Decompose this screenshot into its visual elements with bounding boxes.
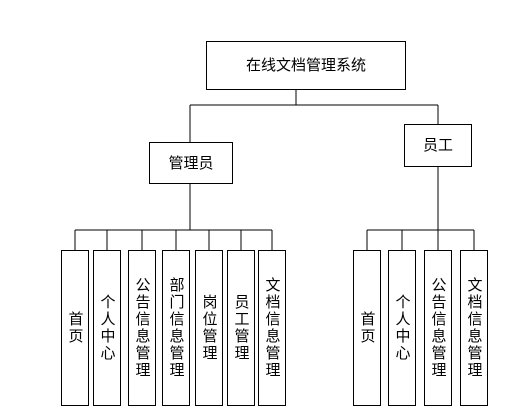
- admin-leaf-employee-management: 员工管理: [227, 250, 255, 406]
- admin-leaf-department-management-label: 部门信息管理: [167, 277, 186, 379]
- employee-node-label: 员工: [422, 136, 453, 154]
- admin-leaf-profile-label: 个人中心: [98, 294, 117, 362]
- employee-node: 员工: [404, 124, 472, 167]
- employee-leaf-profile: 个人中心: [388, 250, 416, 406]
- admin-leaf-department-management: 部门信息管理: [162, 250, 190, 406]
- admin-leaf-profile: 个人中心: [93, 250, 121, 406]
- admin-node: 管理员: [149, 142, 233, 184]
- employee-leaf-profile-label: 个人中心: [393, 294, 412, 362]
- admin-leaf-employee-management-label: 员工管理: [232, 294, 251, 362]
- employee-leaf-home-label: 首页: [358, 311, 377, 345]
- admin-leaf-document-management-label: 文档信息管理: [263, 277, 282, 379]
- employee-leaf-notice-management: 公告信息管理: [424, 250, 452, 406]
- admin-leaf-document-management: 文档信息管理: [258, 250, 286, 406]
- employee-leaf-document-management: 文档信息管理: [460, 250, 488, 406]
- admin-leaf-notice-management: 公告信息管理: [128, 250, 156, 406]
- admin-leaf-home-label: 首页: [66, 311, 85, 345]
- admin-leaf-home: 首页: [61, 250, 89, 406]
- admin-leaf-notice-management-label: 公告信息管理: [133, 277, 152, 379]
- root-node: 在线文档管理系统: [206, 41, 406, 90]
- admin-node-label: 管理员: [168, 153, 214, 172]
- admin-leaf-position-management: 岗位管理: [195, 250, 223, 406]
- employee-leaf-home: 首页: [353, 250, 381, 406]
- admin-leaf-position-management-label: 岗位管理: [200, 294, 219, 362]
- employee-leaf-document-management-label: 文档信息管理: [465, 277, 484, 379]
- employee-leaf-notice-management-label: 公告信息管理: [429, 277, 448, 379]
- root-node-label: 在线文档管理系统: [245, 56, 366, 74]
